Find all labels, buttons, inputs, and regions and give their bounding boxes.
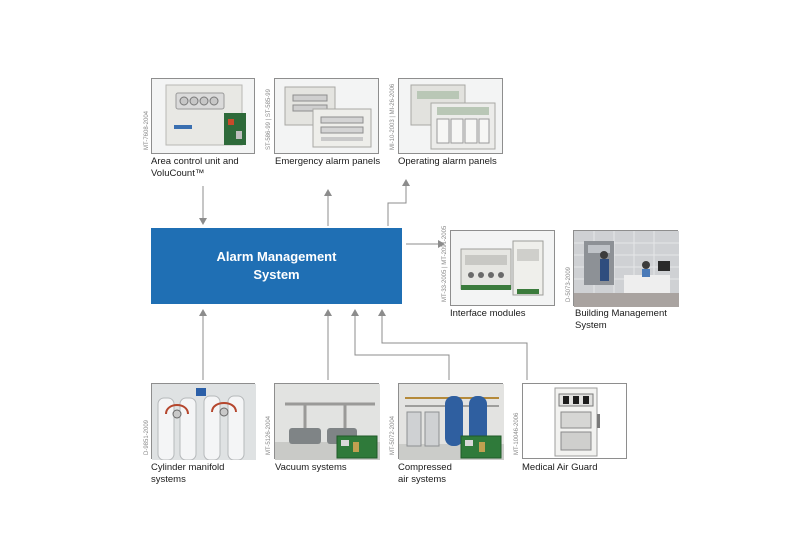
vacuum-systems-code: MT-5126-2004 (266, 415, 272, 455)
interface-modules-caption: Interface modules (450, 308, 526, 319)
compressed-air-systems-image (398, 383, 504, 460)
interface-modules-code: MT-33-2005 | MT-2091-2005 (442, 225, 448, 302)
medical-air-guard-code: MT-10046-2006 (514, 412, 520, 455)
vacuum-systems-image (274, 383, 380, 460)
interface-modules-image (450, 230, 555, 306)
vacuum-systems-caption: Vacuum systems (275, 462, 347, 473)
area-control-unit-code: MT-7608-2004 (144, 110, 150, 150)
building-management-system-caption: Building Management System (575, 308, 667, 331)
operating-alarm-panels-caption: Operating alarm panels (398, 156, 497, 167)
cylinder-manifold-systems-image (151, 383, 256, 460)
building-management-system-code: D-5073-2009 (566, 266, 572, 302)
arrow-medical-air-to-ams (378, 309, 528, 380)
arrow-ams-to-operating-panels (387, 179, 410, 226)
emergency-alarm-panels-code: ST-586-99 | ST-585-99 (266, 89, 272, 150)
arrow-compressed-air-to-ams (351, 309, 450, 380)
area-control-unit-caption: Area control unit and VoluCount™ (151, 156, 239, 179)
compressed-air-systems-caption: Compressed air systems (398, 462, 452, 485)
operating-alarm-panels-code: MI-10-2003 | MI-26-2006 (390, 83, 396, 150)
emergency-alarm-panels-caption: Emergency alarm panels (275, 156, 381, 167)
emergency-alarm-panels-image (274, 78, 379, 154)
compressed-air-systems-code: MT-5072-2004 (390, 415, 396, 455)
medical-air-guard-caption: Medical Air Guard (522, 462, 598, 473)
building-management-system-image (573, 230, 679, 307)
area-control-unit-image (151, 78, 255, 154)
alarm-management-system-box: Alarm Management System (151, 228, 402, 304)
cylinder-manifold-systems-code: D-9851-2009 (144, 419, 150, 455)
cylinder-manifold-systems-caption: Cylinder manifold systems (151, 462, 225, 485)
operating-alarm-panels-image (398, 78, 503, 154)
medical-air-guard-image (522, 383, 627, 459)
